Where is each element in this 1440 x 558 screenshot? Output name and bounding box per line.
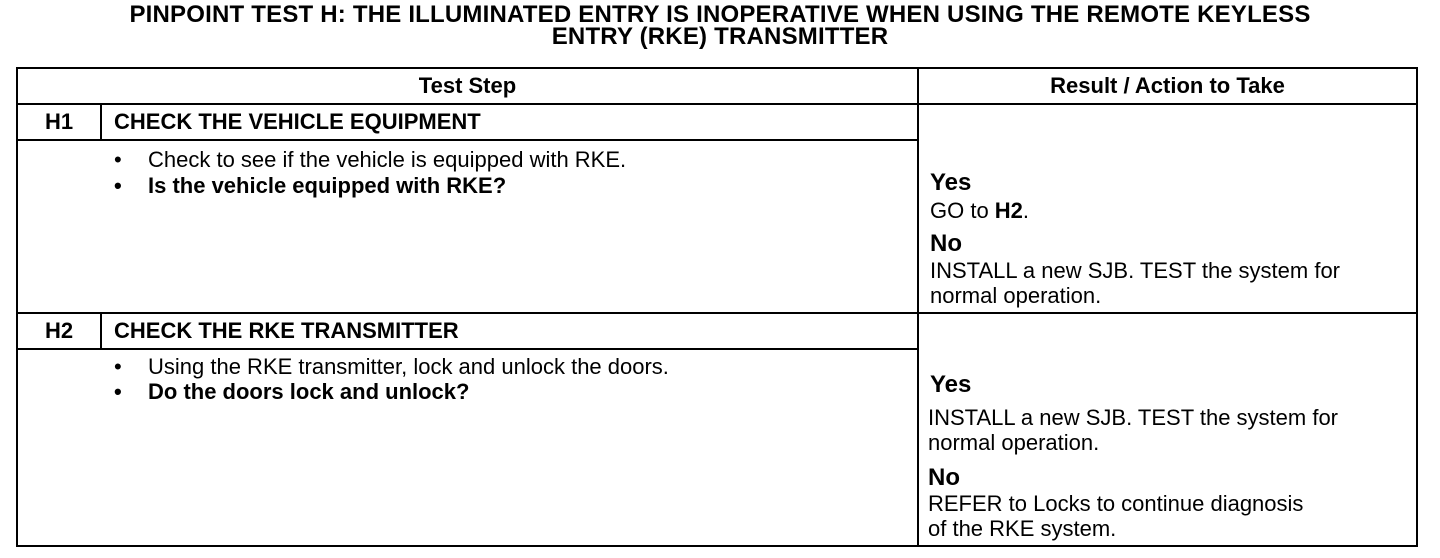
- step-heading-h1: CHECK THE VEHICLE EQUIPMENT: [114, 109, 481, 134]
- result-h1-yes-suffix: .: [1022, 198, 1030, 223]
- header-test-step: Test Step: [418, 73, 517, 98]
- step-divider: [18, 312, 1416, 314]
- column-divider: [917, 69, 919, 545]
- result-h2-yes-line-2: normal operation.: [928, 430, 1100, 455]
- bullet-text: Do the doors lock and unlock?: [148, 379, 470, 404]
- page-title: PINPOINT TEST H: THE ILLUMINATED ENTRY I…: [0, 1, 1440, 50]
- title-line-2: ENTRY (RKE) TRANSMITTER: [551, 23, 889, 50]
- bullet-glyph: •: [114, 173, 122, 198]
- step-id-h2: H2: [44, 318, 74, 343]
- id-divider-h2: [100, 314, 102, 348]
- step-heading-h2: CHECK THE RKE TRANSMITTER: [114, 318, 459, 343]
- bullet-text: Check to see if the vehicle is equipped …: [148, 147, 627, 172]
- result-h2-yes-line-1: INSTALL a new SJB. TEST the system for: [928, 405, 1339, 430]
- pinpoint-test-table: Test Step Result / Action to Take H1 CHE…: [16, 67, 1418, 547]
- result-h1-no-line-2: normal operation.: [930, 283, 1102, 308]
- result-h1-yes-text: GO to H2.: [930, 198, 1029, 223]
- header-result: Result / Action to Take: [1050, 73, 1285, 98]
- header-divider: [18, 103, 1416, 105]
- result-h1-yes-label: Yes: [930, 169, 972, 196]
- bullet-glyph: •: [114, 147, 122, 172]
- result-h2-no-line-2: of the RKE system.: [928, 516, 1117, 541]
- result-h1-no-line-1: INSTALL a new SJB. TEST the system for: [930, 258, 1341, 283]
- bullet-glyph: •: [114, 379, 122, 404]
- result-h1-no-label: No: [930, 230, 962, 257]
- h1-heading-divider: [18, 139, 917, 141]
- bullet-text: Is the vehicle equipped with RKE?: [148, 173, 507, 198]
- bullet-glyph: •: [114, 354, 122, 379]
- result-h2-no-label: No: [928, 464, 960, 491]
- result-h1-yes-target: H2: [994, 198, 1023, 223]
- result-h1-yes-prefix: GO to: [930, 198, 995, 223]
- bullet-text: Using the RKE transmitter, lock and unlo…: [148, 354, 669, 379]
- result-h2-yes-label: Yes: [930, 371, 972, 398]
- step-id-h1: H1: [44, 109, 74, 134]
- h2-heading-divider: [18, 348, 917, 350]
- title-line-1: PINPOINT TEST H: THE ILLUMINATED ENTRY I…: [129, 1, 1311, 28]
- id-divider-h1: [100, 105, 102, 139]
- result-h2-no-line-1: REFER to Locks to continue diagnosis: [928, 491, 1304, 516]
